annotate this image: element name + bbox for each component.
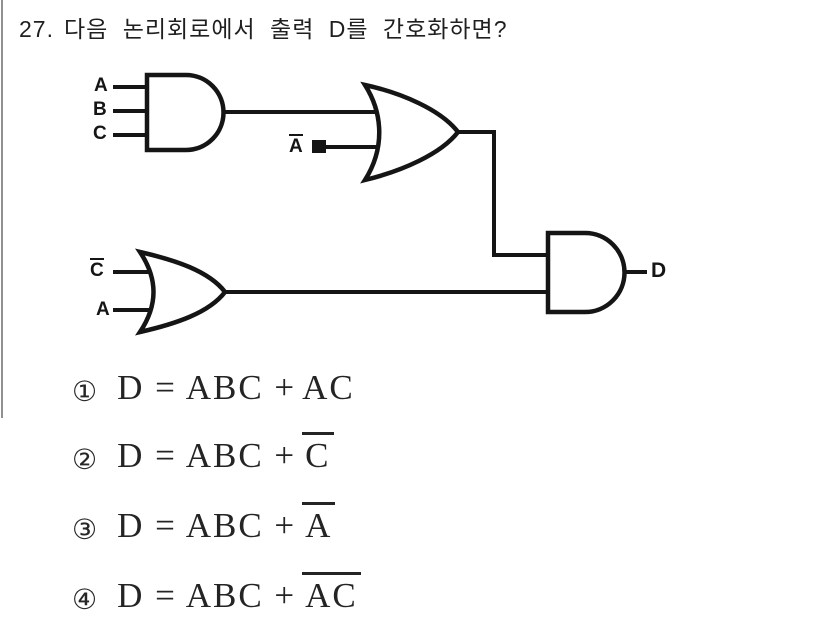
option-2-formula: D = ABC +C bbox=[117, 432, 334, 478]
wire-or1-to-and2 bbox=[456, 130, 552, 257]
circuit-canvas bbox=[113, 72, 647, 336]
question-number: 27. bbox=[19, 16, 54, 42]
option-1-marker: ① bbox=[72, 375, 98, 408]
option-1-formula: D = ABC +AC bbox=[117, 366, 355, 410]
option-2-term: C bbox=[302, 432, 334, 475]
option-2: ② D = ABC +C bbox=[72, 432, 334, 478]
option-1: ① D = ABC +AC bbox=[72, 366, 355, 410]
option-3-marker: ③ bbox=[72, 513, 98, 546]
label-input-a-lower: A bbox=[96, 299, 110, 320]
label-input-c: C bbox=[93, 123, 107, 144]
option-1-base: D = ABC + bbox=[117, 368, 297, 407]
option-4-marker: ④ bbox=[72, 583, 98, 616]
label-input-not-a: A bbox=[289, 134, 303, 157]
option-1-term: AC bbox=[302, 368, 355, 407]
circuit-gates bbox=[134, 72, 627, 336]
or-gate-1 bbox=[360, 81, 461, 184]
label-input-a: A bbox=[94, 75, 108, 96]
and-gate-1 bbox=[144, 72, 226, 153]
label-input-b: B bbox=[93, 99, 107, 120]
option-3: ③ D = ABC +A bbox=[72, 502, 336, 548]
option-4-term: AC bbox=[302, 572, 361, 615]
or-gate-2 bbox=[134, 248, 228, 336]
question-text: 다음 논리회로에서 출력 D를 간호화하면? bbox=[63, 16, 508, 42]
option-3-term: A bbox=[302, 502, 336, 545]
option-2-marker: ② bbox=[72, 443, 98, 476]
option-2-base: D = ABC + bbox=[117, 436, 297, 475]
option-3-formula: D = ABC +A bbox=[117, 502, 336, 548]
scan-border-line bbox=[1, 0, 3, 418]
and-gate-2 bbox=[545, 230, 627, 315]
option-4-base: D = ABC + bbox=[117, 576, 297, 615]
wire-junction-dot bbox=[312, 140, 326, 153]
option-3-base: D = ABC + bbox=[117, 506, 297, 545]
logic-circuit-diagram: A B C A C A D bbox=[0, 55, 826, 365]
label-input-not-c: C bbox=[90, 258, 104, 281]
question-title: 27. 다음 논리회로에서 출력 D를 간호화하면? bbox=[19, 10, 508, 44]
option-4-formula: D = ABC +AC bbox=[117, 572, 361, 618]
option-4: ④ D = ABC +AC bbox=[72, 572, 361, 618]
label-output-d: D bbox=[651, 259, 667, 282]
